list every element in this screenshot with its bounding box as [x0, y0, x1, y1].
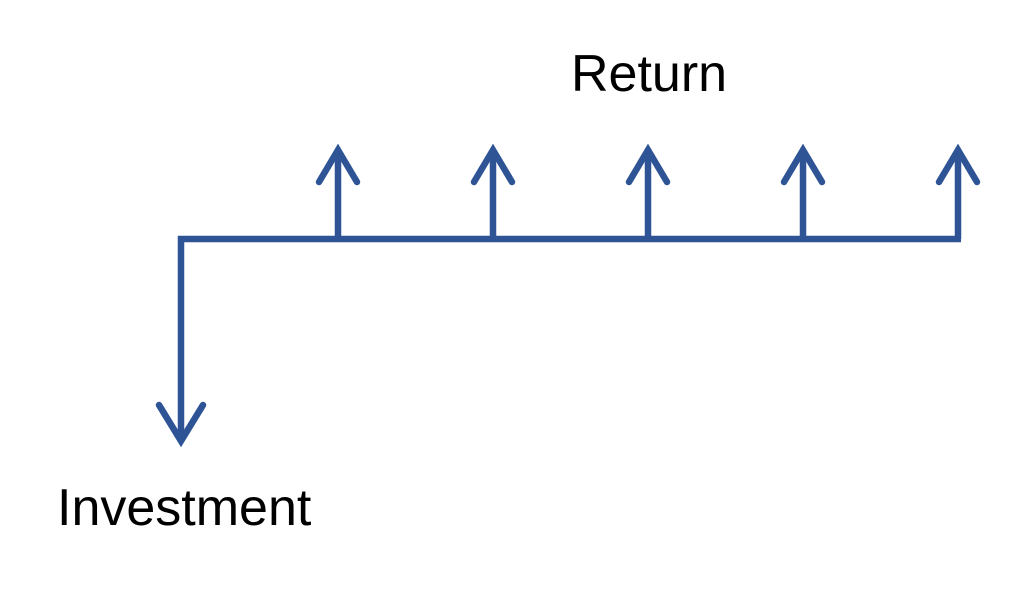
return-label: Return — [571, 45, 728, 103]
return-arrow-4 — [780, 143, 826, 239]
investment-label: Investment — [57, 479, 312, 537]
return-arrow-5 — [935, 143, 981, 239]
return-arrowhead-5 — [935, 143, 981, 186]
return-arrowhead-1 — [315, 143, 361, 186]
return-arrow-3 — [625, 143, 671, 239]
return-arrow-2 — [470, 143, 516, 239]
investment-arrowhead — [155, 401, 207, 448]
return-arrowhead-3 — [625, 143, 671, 186]
investment-arrow — [155, 236, 207, 448]
return-arrow-1 — [315, 143, 361, 239]
return-arrowhead-4 — [780, 143, 826, 186]
return-arrowhead-2 — [470, 143, 516, 186]
